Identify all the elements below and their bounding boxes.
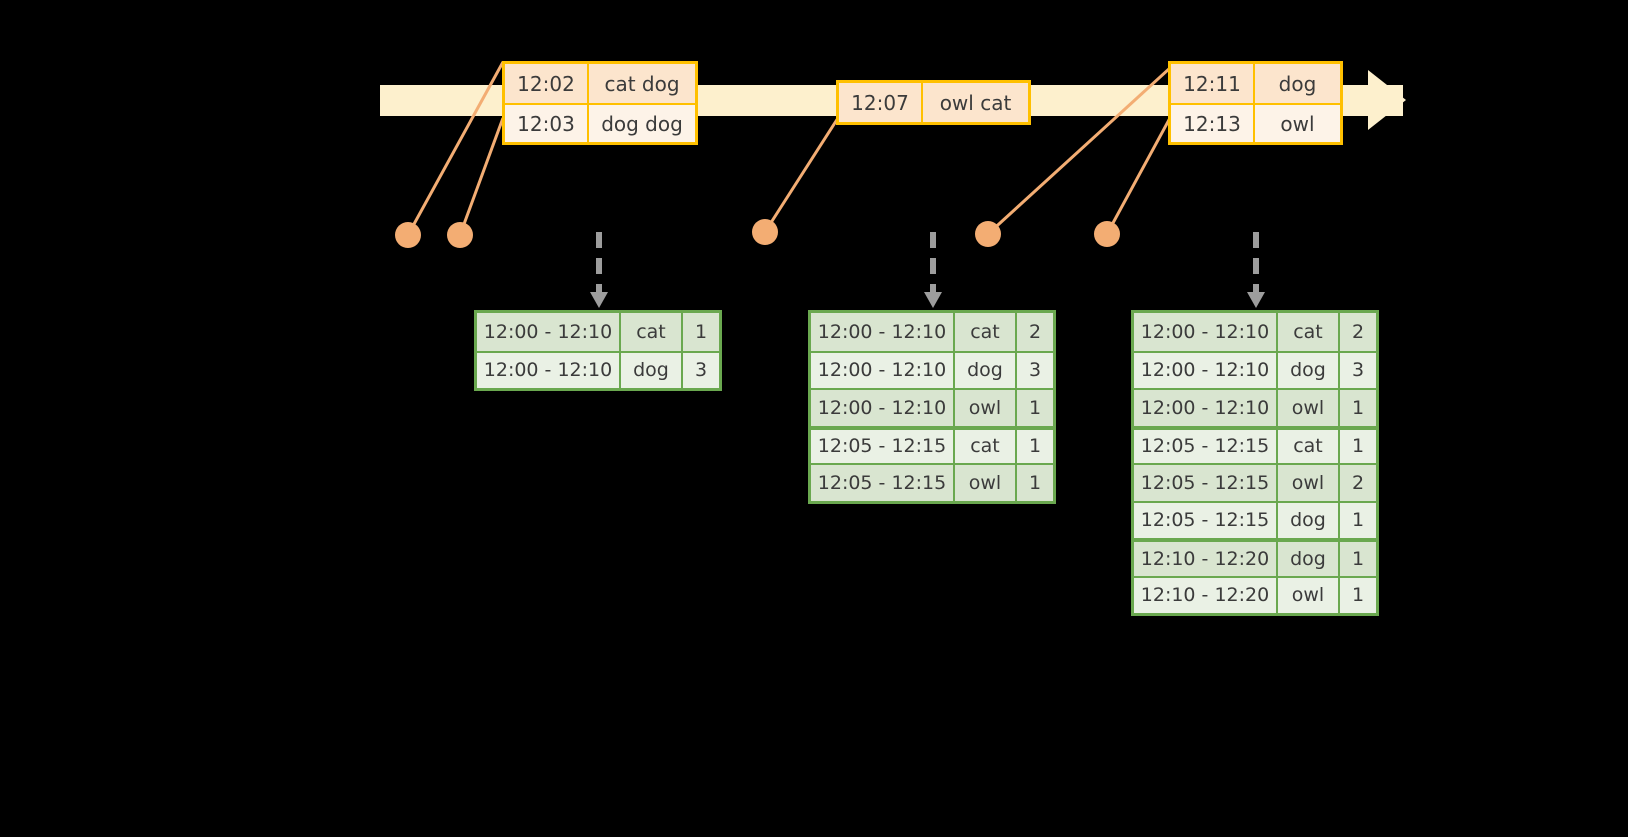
table-row: 12:10 - 12:20 dog 1 bbox=[1134, 538, 1376, 576]
key-cell: owl bbox=[1278, 577, 1340, 613]
timeline-arrowhead-icon bbox=[1368, 70, 1406, 130]
event-time: 12:11 bbox=[1171, 64, 1255, 103]
event-row: 12:03 dog dog bbox=[505, 103, 695, 142]
table-row: 12:05 - 12:15 cat 1 bbox=[811, 425, 1053, 463]
event-time: 12:07 bbox=[839, 83, 923, 122]
event-box-3: 12:11 dog 12:13 owl bbox=[1168, 61, 1343, 145]
event-dot-5 bbox=[1094, 221, 1120, 247]
event-box-2: 12:07 owl cat bbox=[836, 80, 1031, 125]
table-row: 12:05 - 12:15 cat 1 bbox=[1134, 425, 1376, 463]
window-cell: 12:05 - 12:15 bbox=[811, 429, 955, 463]
count-cell: 2 bbox=[1028, 320, 1042, 343]
key-cell: dog bbox=[955, 352, 1017, 388]
window-cell: 12:00 - 12:10 bbox=[477, 352, 621, 388]
result-table-1: 12:00 - 12:10 cat 1 12:00 - 12:10 dog 3 bbox=[474, 310, 722, 391]
window-cell: 12:00 - 12:10 bbox=[811, 313, 955, 351]
key-cell: cat bbox=[955, 429, 1017, 463]
arrow-head-icon bbox=[924, 292, 942, 308]
table-row: 12:00 - 12:10 cat 1 bbox=[477, 313, 719, 351]
table-row: 12:00 - 12:10 dog 3 bbox=[477, 350, 719, 388]
table-row: 12:00 - 12:10 cat 2 bbox=[1134, 313, 1376, 351]
table-row: 12:00 - 12:10 cat 2 bbox=[811, 313, 1053, 351]
window-cell: 12:00 - 12:10 bbox=[1134, 390, 1278, 426]
count-cell: 1 bbox=[1351, 509, 1365, 532]
arrow-stem bbox=[596, 232, 602, 294]
event-words: cat dog bbox=[604, 71, 680, 96]
event-dot-1 bbox=[395, 222, 421, 248]
window-cell: 12:05 - 12:15 bbox=[1134, 502, 1278, 538]
table-row: 12:00 - 12:10 owl 1 bbox=[1134, 388, 1376, 426]
event-dot-3 bbox=[752, 219, 778, 245]
key-cell: owl bbox=[1278, 465, 1340, 501]
window-cell: 12:10 - 12:20 bbox=[1134, 577, 1278, 613]
key-cell: dog bbox=[621, 352, 683, 388]
arrow-head-icon bbox=[590, 292, 608, 308]
table-row: 12:00 - 12:10 dog 3 bbox=[1134, 350, 1376, 388]
flow-arrow-3 bbox=[1247, 232, 1265, 308]
window-cell: 12:00 - 12:10 bbox=[1134, 352, 1278, 388]
window-cell: 12:05 - 12:15 bbox=[811, 465, 955, 501]
event-dot-4 bbox=[975, 221, 1001, 247]
count-cell: 1 bbox=[1028, 396, 1042, 419]
count-cell: 1 bbox=[1028, 471, 1042, 494]
event-row: 12:11 dog bbox=[1171, 64, 1340, 103]
event-box-1: 12:02 cat dog 12:03 dog dog bbox=[502, 61, 698, 145]
key-cell: cat bbox=[621, 313, 683, 351]
count-cell: 1 bbox=[1028, 435, 1042, 458]
window-cell: 12:05 - 12:15 bbox=[1134, 429, 1278, 463]
count-cell: 1 bbox=[1351, 435, 1365, 458]
event-time: 12:02 bbox=[505, 64, 589, 103]
table-row: 12:00 - 12:10 dog 3 bbox=[811, 350, 1053, 388]
count-cell: 1 bbox=[694, 320, 708, 343]
table-row: 12:05 - 12:15 owl 1 bbox=[811, 463, 1053, 501]
event-words: dog bbox=[1278, 71, 1317, 96]
count-cell: 1 bbox=[1351, 584, 1365, 607]
count-cell: 1 bbox=[1351, 396, 1365, 419]
result-table-3: 12:00 - 12:10 cat 2 12:00 - 12:10 dog 3 … bbox=[1131, 310, 1379, 616]
count-cell: 3 bbox=[1351, 359, 1365, 382]
event-dot-2 bbox=[447, 222, 473, 248]
key-cell: dog bbox=[1278, 502, 1340, 538]
count-cell: 3 bbox=[694, 359, 708, 382]
key-cell: cat bbox=[955, 313, 1017, 351]
event-time: 12:03 bbox=[505, 105, 589, 142]
event-row: 12:13 owl bbox=[1171, 103, 1340, 142]
table-row: 12:10 - 12:20 owl 1 bbox=[1134, 575, 1376, 613]
window-cell: 12:00 - 12:10 bbox=[811, 352, 955, 388]
window-cell: 12:05 - 12:15 bbox=[1134, 465, 1278, 501]
count-cell: 1 bbox=[1351, 547, 1365, 570]
window-cell: 12:00 - 12:10 bbox=[477, 313, 621, 351]
event-time: 12:13 bbox=[1171, 105, 1255, 142]
window-cell: 12:00 - 12:10 bbox=[1134, 313, 1278, 351]
key-cell: cat bbox=[1278, 429, 1340, 463]
flow-arrow-2 bbox=[924, 232, 942, 308]
event-words: owl cat bbox=[939, 90, 1012, 115]
window-cell: 12:10 - 12:20 bbox=[1134, 542, 1278, 576]
count-cell: 2 bbox=[1351, 471, 1365, 494]
key-cell: dog bbox=[1278, 542, 1340, 576]
key-cell: owl bbox=[955, 465, 1017, 501]
table-row: 12:05 - 12:15 dog 1 bbox=[1134, 500, 1376, 538]
event-row: 12:02 cat dog bbox=[505, 64, 695, 103]
count-cell: 3 bbox=[1028, 359, 1042, 382]
result-table-2: 12:00 - 12:10 cat 2 12:00 - 12:10 dog 3 … bbox=[808, 310, 1056, 504]
arrow-stem bbox=[930, 232, 936, 294]
key-cell: owl bbox=[955, 390, 1017, 426]
key-cell: owl bbox=[1278, 390, 1340, 426]
arrow-stem bbox=[1253, 232, 1259, 294]
key-cell: cat bbox=[1278, 313, 1340, 351]
window-cell: 12:00 - 12:10 bbox=[811, 390, 955, 426]
table-row: 12:05 - 12:15 owl 2 bbox=[1134, 463, 1376, 501]
arrow-head-icon bbox=[1247, 292, 1265, 308]
flow-arrow-1 bbox=[590, 232, 608, 308]
table-row: 12:00 - 12:10 owl 1 bbox=[811, 388, 1053, 426]
count-cell: 2 bbox=[1351, 320, 1365, 343]
event-words: owl bbox=[1280, 111, 1315, 136]
key-cell: dog bbox=[1278, 352, 1340, 388]
event-words: dog dog bbox=[601, 111, 683, 136]
event-row: 12:07 owl cat bbox=[839, 83, 1028, 122]
